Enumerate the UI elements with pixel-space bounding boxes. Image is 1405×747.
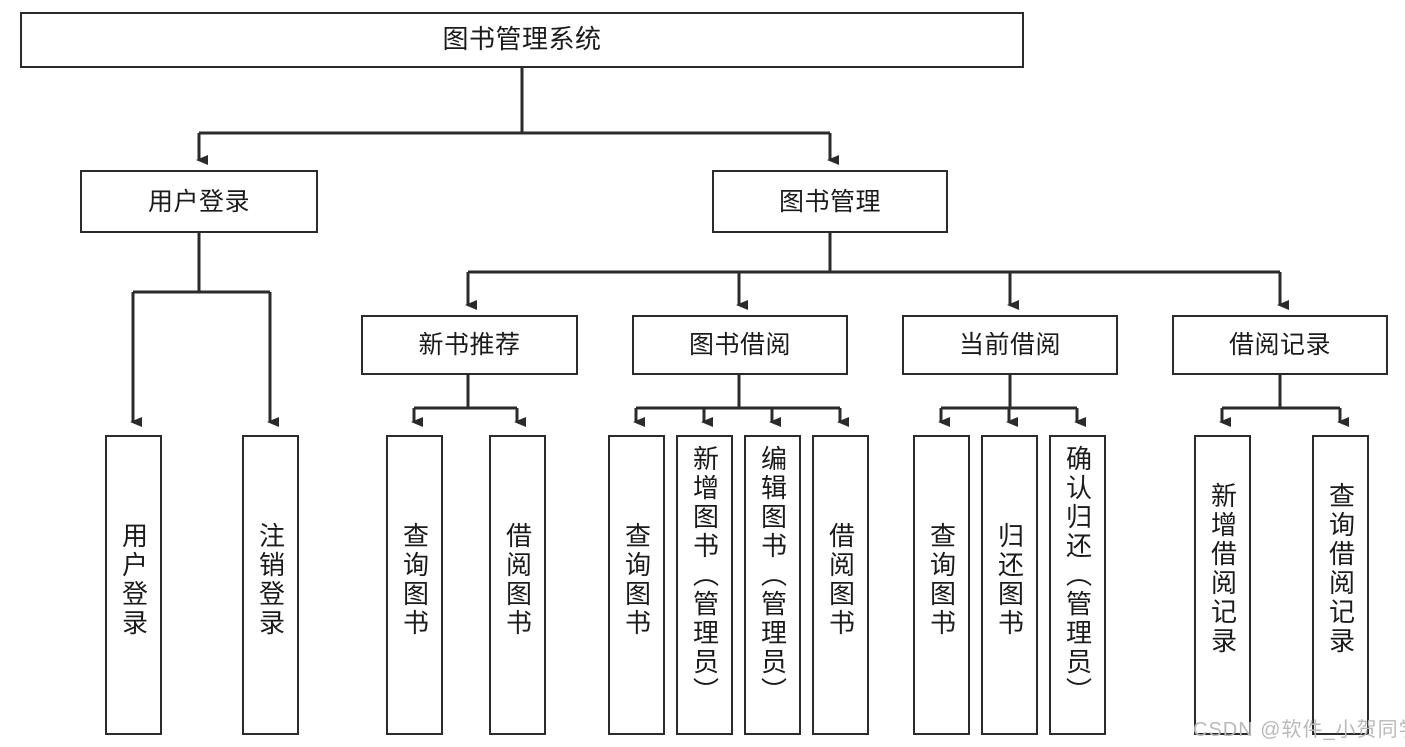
leaf-add-book-admin[interactable]: 新增图书（管理员） xyxy=(676,435,733,735)
node-label: 用户登录 xyxy=(147,187,250,216)
node-label: 查询图书 xyxy=(926,522,957,638)
leaf-borrow-book-new[interactable]: 借阅图书 xyxy=(489,435,546,735)
node-root-book-management-system[interactable]: 图书管理系统 xyxy=(20,12,1024,68)
node-label: 借阅记录 xyxy=(1228,331,1331,359)
leaf-query-book-borrow[interactable]: 查询图书 xyxy=(608,435,665,735)
node-label: 查询借阅记录 xyxy=(1325,482,1356,656)
leaf-query-book-new[interactable]: 查询图书 xyxy=(386,435,443,735)
leaf-borrow-book[interactable]: 借阅图书 xyxy=(812,435,869,735)
node-label: 归还图书 xyxy=(994,522,1025,638)
node-label: 注销登录 xyxy=(255,522,286,638)
leaf-return-book[interactable]: 归还图书 xyxy=(981,435,1038,735)
leaf-confirm-return-admin[interactable]: 确认归还（管理员） xyxy=(1049,435,1106,735)
leaf-user-login[interactable]: 用户登录 xyxy=(105,435,162,735)
leaf-logout[interactable]: 注销登录 xyxy=(242,435,299,735)
node-label: 图书借阅 xyxy=(688,331,791,359)
leaf-query-borrow-record[interactable]: 查询借阅记录 xyxy=(1312,435,1369,735)
node-label: 当前借阅 xyxy=(958,331,1061,359)
node-label: 查询图书 xyxy=(621,522,652,638)
node-borrowing-record[interactable]: 借阅记录 xyxy=(1172,315,1388,375)
node-label: 借阅图书 xyxy=(502,522,533,638)
leaf-edit-book-admin[interactable]: 编辑图书（管理员） xyxy=(744,435,801,735)
leaf-add-borrow-record[interactable]: 新增借阅记录 xyxy=(1194,435,1251,735)
node-current-borrowing[interactable]: 当前借阅 xyxy=(902,315,1118,375)
node-label: 确认归还（管理员） xyxy=(1062,445,1093,706)
node-book-management[interactable]: 图书管理 xyxy=(712,170,948,233)
node-user-login[interactable]: 用户登录 xyxy=(80,170,318,233)
node-label: 新书推荐 xyxy=(418,331,521,359)
node-book-borrowing[interactable]: 图书借阅 xyxy=(632,315,848,375)
leaf-query-book-current[interactable]: 查询图书 xyxy=(913,435,970,735)
node-label: 图书管理系统 xyxy=(442,24,602,55)
node-label: 查询图书 xyxy=(399,522,430,638)
node-label: 新增借阅记录 xyxy=(1207,482,1238,656)
node-new-book-recommendation[interactable]: 新书推荐 xyxy=(361,315,578,375)
node-label: 编辑图书（管理员） xyxy=(757,445,788,706)
node-label: 用户登录 xyxy=(118,522,149,638)
node-label: 借阅图书 xyxy=(825,522,856,638)
node-label: 图书管理 xyxy=(778,187,881,216)
node-label: 新增图书（管理员） xyxy=(689,445,720,706)
csdn-watermark: CSDN @软件_小贺同学 xyxy=(1193,719,1405,741)
